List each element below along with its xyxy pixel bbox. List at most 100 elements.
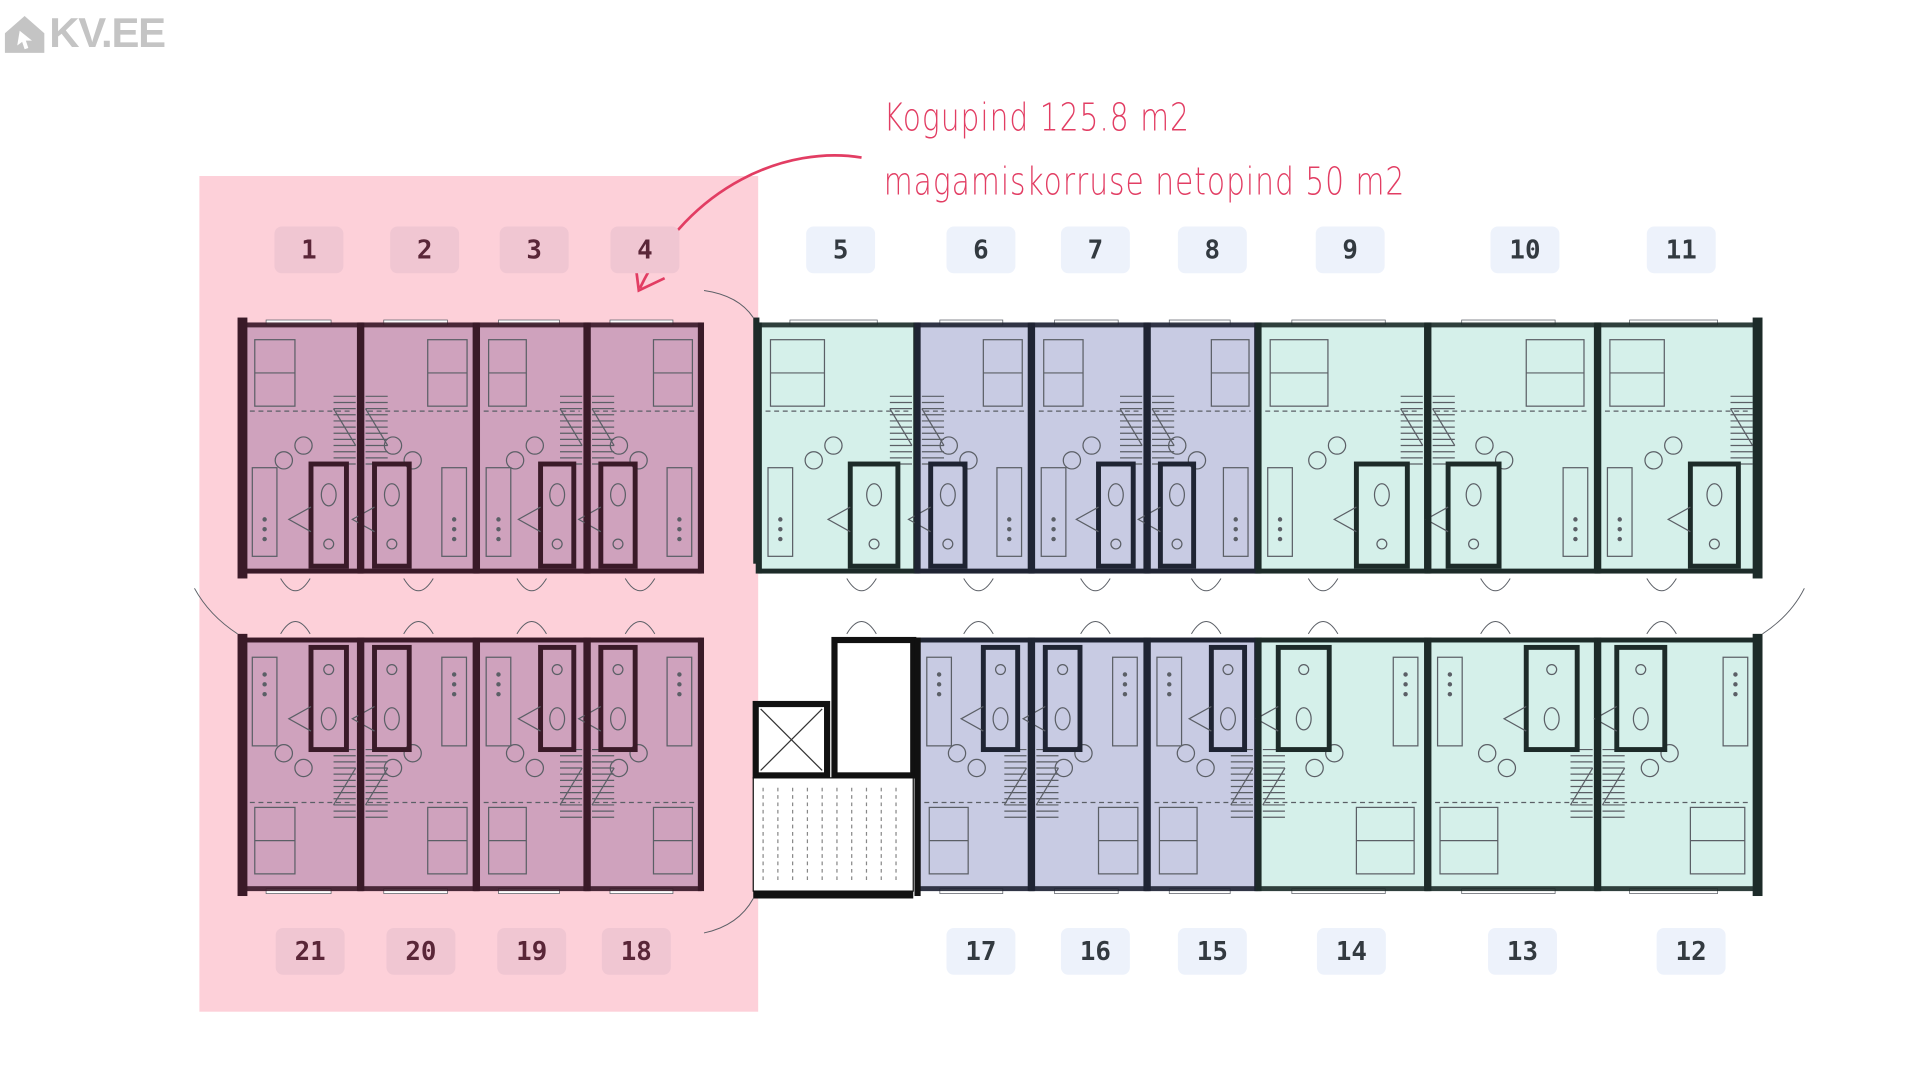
exterior-wall: [476, 886, 588, 892]
shower-drain-icon: [994, 664, 1007, 676]
unit-label[interactable]: 7: [1060, 226, 1130, 274]
stove-burner: [1233, 536, 1238, 542]
unit-label[interactable]: 5: [806, 226, 876, 274]
chair: [505, 744, 525, 763]
wall: [1595, 322, 1602, 574]
unit-label[interactable]: 10: [1490, 226, 1560, 274]
unit-label[interactable]: 18: [601, 928, 671, 975]
apartment-unit: [1136, 319, 1261, 574]
bathroom-wall: [847, 461, 901, 569]
unit-label[interactable]: 4: [610, 226, 680, 274]
exterior-wall: [587, 886, 702, 892]
chair: [1475, 436, 1494, 455]
bathroom-wall: [1687, 461, 1741, 569]
door-swing: [1190, 621, 1222, 635]
stove-burner: [1617, 536, 1622, 542]
chair: [1082, 436, 1101, 455]
kitchen-counter: [1222, 467, 1249, 557]
stair-arrow: [1400, 408, 1424, 446]
stove-burner: [262, 527, 267, 532]
unit-label[interactable]: 17: [946, 928, 1016, 975]
exterior-wall: [360, 886, 477, 892]
stove-burner: [1277, 536, 1283, 542]
chair: [383, 758, 403, 778]
toilet-icon: [1219, 707, 1236, 731]
door-swing: [1307, 578, 1339, 592]
stairs: [1400, 395, 1424, 465]
apartment-unit: [473, 319, 590, 574]
stove-burner: [1167, 672, 1172, 677]
unit-label[interactable]: 15: [1177, 928, 1247, 975]
stair-arrow: [1432, 408, 1456, 446]
chair: [947, 744, 967, 763]
stove-burner: [1007, 517, 1012, 522]
kitchen-counter: [1040, 467, 1067, 557]
wall: [1425, 322, 1432, 574]
bathroom-wall: [928, 461, 968, 569]
door-swing: [280, 578, 311, 592]
unit-label[interactable]: 20: [386, 928, 456, 975]
chair: [629, 451, 648, 470]
stove-burner: [262, 672, 267, 677]
unit-label[interactable]: 1: [274, 226, 344, 274]
stove-burner: [496, 672, 501, 677]
stove-burner: [451, 517, 457, 522]
exterior-wall: [1257, 886, 1428, 892]
unit-label[interactable]: 12: [1656, 928, 1726, 975]
stair-arrow: [333, 408, 357, 446]
unit-label[interactable]: 13: [1488, 928, 1557, 975]
apartment-unit: [240, 319, 364, 574]
shaft: [831, 636, 917, 779]
stove-burner: [1733, 682, 1738, 687]
unit-label[interactable]: 19: [497, 928, 567, 975]
corridor-wall: [1031, 637, 1148, 643]
stairs: [1432, 395, 1456, 465]
exterior-wall: [1147, 886, 1258, 892]
toilet-icon: [992, 707, 1009, 731]
apartment-unit: [755, 319, 920, 574]
toilet-icon: [549, 707, 566, 731]
wall: [584, 322, 591, 574]
chair: [383, 436, 403, 455]
door-swing: [1480, 621, 1511, 635]
exterior-wall: [237, 317, 248, 579]
exterior-wall: [916, 322, 1032, 328]
stair-arrow: [889, 408, 913, 446]
entrance-door-swing: [703, 289, 754, 934]
kv-ee-logo[interactable]: KV.EE: [2, 10, 166, 58]
apartment-unit: [240, 637, 364, 894]
stove-burner: [1447, 691, 1453, 697]
apartment-unit: [351, 637, 479, 894]
unit-label[interactable]: 16: [1060, 928, 1130, 975]
chair: [1074, 744, 1093, 763]
shower-drain-icon: [386, 538, 398, 550]
unit-label[interactable]: 2: [390, 226, 460, 274]
unit-floor: [360, 322, 477, 574]
door-swing: [1136, 506, 1161, 533]
bathroom-wall: [1042, 644, 1083, 753]
unit-label[interactable]: 8: [1177, 226, 1247, 274]
wall: [584, 637, 591, 892]
toilet-icon: [1054, 707, 1071, 731]
unit-label[interactable]: 3: [499, 226, 569, 274]
stove-burner: [262, 536, 267, 542]
unit-label[interactable]: 6: [946, 226, 1016, 274]
wall: [1144, 637, 1151, 892]
bathroom-wall: [372, 644, 412, 753]
unit-label[interactable]: 14: [1316, 928, 1386, 975]
stove-burner: [1733, 672, 1738, 677]
stair-arrow: [591, 408, 615, 446]
bathroom-wall: [538, 644, 577, 753]
unit-label[interactable]: 9: [1315, 226, 1385, 274]
chair: [403, 451, 422, 470]
door-swing: [516, 621, 547, 635]
chair: [804, 451, 823, 470]
wall: [753, 317, 760, 564]
chair: [1327, 436, 1347, 455]
stove-burner: [1573, 536, 1578, 542]
door-swing: [1480, 578, 1511, 592]
unit-label[interactable]: 11: [1646, 226, 1716, 274]
corridor-wall: [476, 568, 588, 574]
unit-label[interactable]: 21: [275, 928, 345, 975]
